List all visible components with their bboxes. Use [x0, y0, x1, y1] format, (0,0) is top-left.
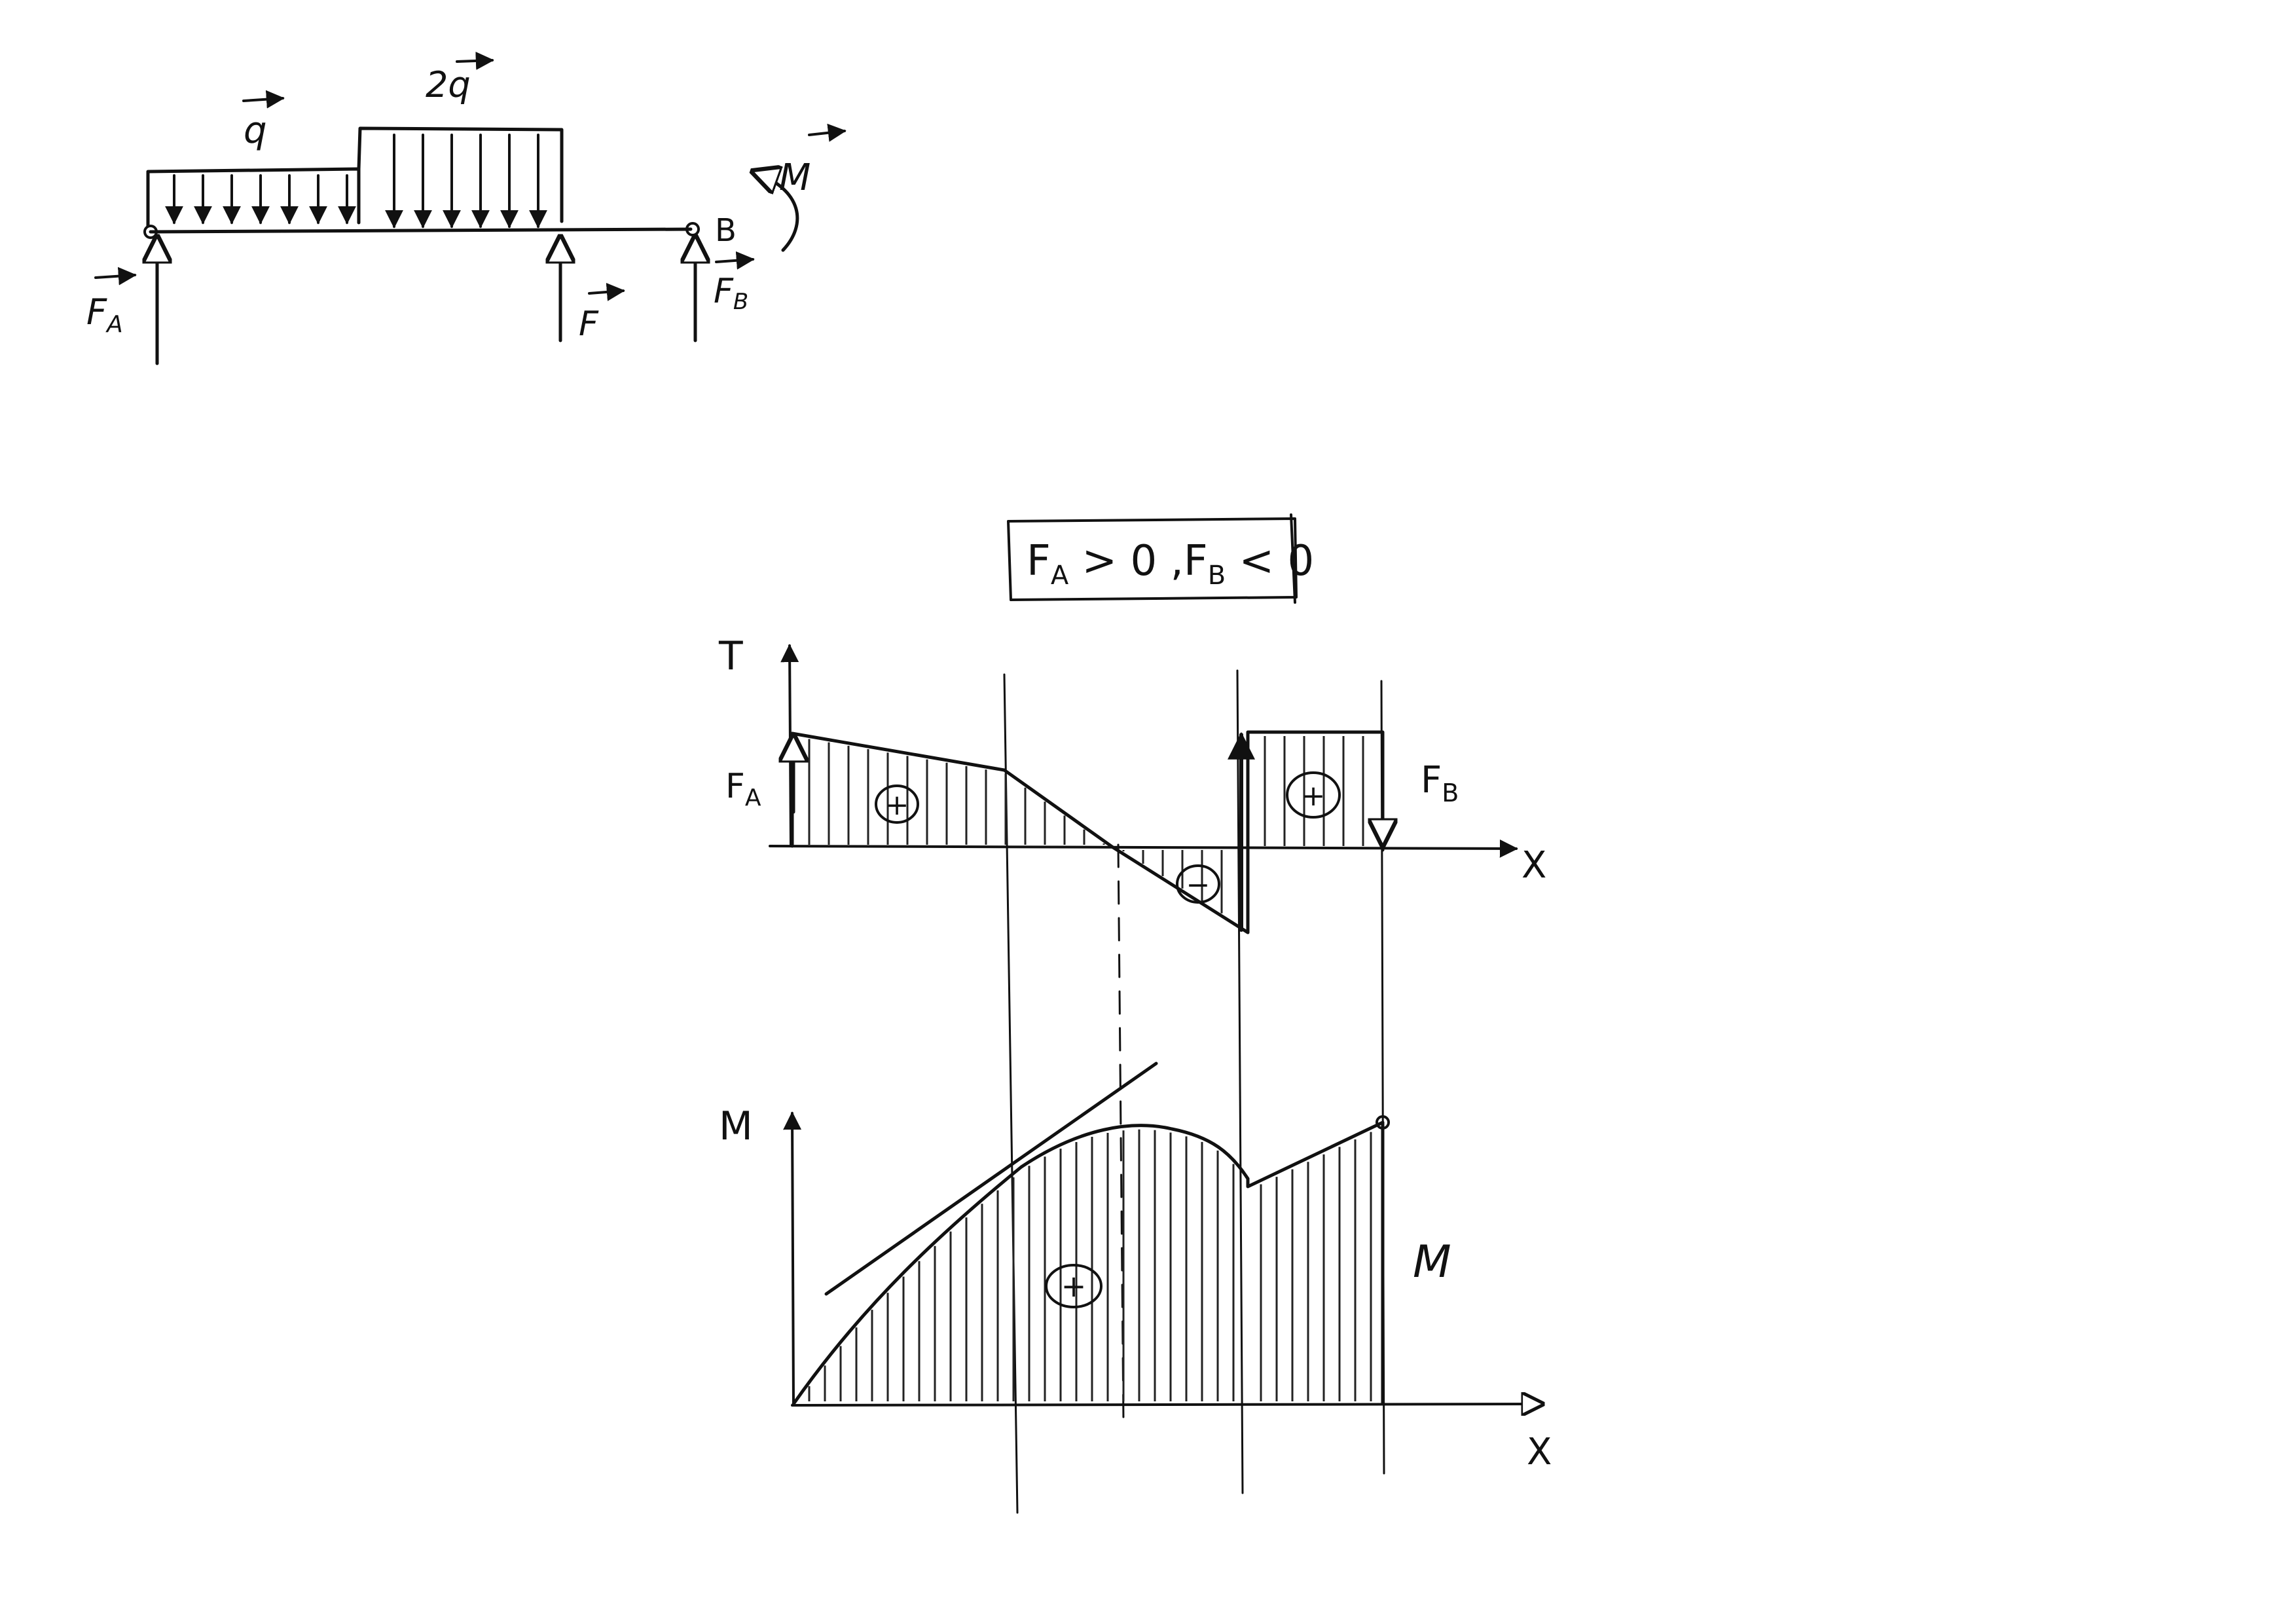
shear-x-axis: [769, 839, 1518, 858]
moment-tangent-line: [824, 1061, 1158, 1296]
vector-arrow-fb: [715, 251, 755, 270]
svg-text:+: +: [1302, 779, 1326, 813]
moment-axis-label-m: M: [719, 1103, 753, 1149]
condition-box: FA > 0 ,FB < 0: [1007, 513, 1314, 604]
vector-arrow-2q: [456, 51, 494, 70]
distributed-load-q: [146, 167, 361, 228]
svg-text:+: +: [1061, 1268, 1087, 1304]
moment-end-point: [1376, 1115, 1390, 1130]
shear-sign-positive-2: +: [1286, 771, 1341, 819]
moment-x-axis: [791, 1404, 1542, 1405]
reaction-fa-label: FA: [86, 291, 123, 338]
moment-curve: [792, 1124, 1250, 1406]
vector-arrow-fa: [94, 267, 137, 286]
shear-axis-label-x: X: [1522, 844, 1546, 887]
load-2q-label: 2q: [426, 64, 471, 105]
moment-diagram: M X M +: [719, 1061, 1552, 1473]
shear-label-fa: FA: [725, 767, 761, 811]
shear-axis-label-t: T: [718, 633, 743, 679]
moment-label: M: [779, 157, 811, 199]
moment-label-m: M: [1413, 1236, 1451, 1288]
beam-sketch: q 2q FA F FB B M: [86, 51, 847, 365]
vector-arrow-q: [242, 90, 285, 109]
condition-text: FA > 0 ,FB < 0: [1027, 537, 1314, 591]
shear-sign-positive-1: +: [875, 784, 919, 824]
load-q-label: q: [244, 109, 267, 152]
shear-diagram: T X FA FB + − +: [718, 633, 1546, 934]
moment-axis-label-x: X: [1527, 1431, 1552, 1473]
support-b-label: B: [715, 212, 737, 249]
svg-text:−: −: [1186, 868, 1211, 902]
moment-y-axis: [783, 1111, 802, 1405]
force-f-label: F: [579, 304, 599, 344]
reaction-fb-label: FB: [714, 272, 748, 315]
svg-text:+: +: [885, 788, 909, 822]
moment-arc-arrow: [753, 172, 799, 252]
moment-right-segment: [1246, 1120, 1385, 1406]
shear-sign-negative: −: [1176, 864, 1220, 904]
shear-hatching: [808, 736, 1364, 913]
distributed-load-2q: [357, 126, 564, 229]
moment-sign-positive: +: [1045, 1264, 1102, 1308]
moment-hatching: [808, 1129, 1372, 1401]
shear-label-fb: FB: [1421, 759, 1459, 807]
guide-line-2: [1236, 669, 1244, 1494]
shear-negative-region: [1111, 845, 1250, 934]
vector-arrow-m: [808, 123, 847, 142]
vector-arrow-f: [588, 282, 625, 301]
beam: [149, 227, 693, 234]
